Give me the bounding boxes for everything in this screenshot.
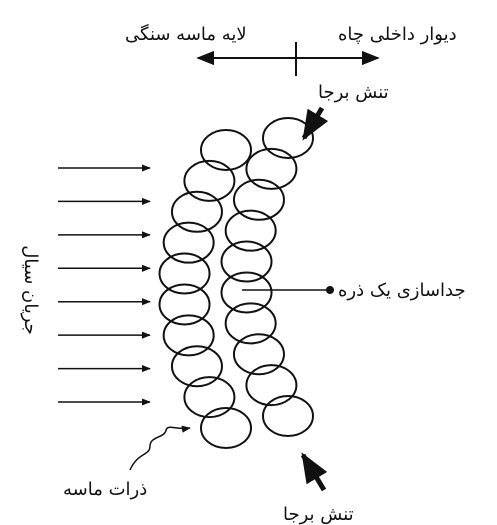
label-sandstone-layer: لایه ماسه سنگی <box>125 23 247 45</box>
sand-grain <box>262 395 314 437</box>
fluid-flow-arrows <box>58 164 151 406</box>
sand-grain <box>158 283 211 326</box>
sand-grain <box>170 345 223 388</box>
sand-grain <box>183 159 236 202</box>
label-fluid-flow-group: جریان سیال <box>20 245 41 335</box>
sand-grain <box>183 376 236 419</box>
stress-arrow-bottom <box>300 452 328 492</box>
sand-grain <box>220 240 273 283</box>
label-stress-bottom: تنش برجا <box>283 504 354 525</box>
label-sand-grains: ذرات ماسه <box>63 479 147 500</box>
sand-grain <box>162 314 215 357</box>
sand-grain <box>245 364 298 407</box>
sand-grain <box>158 252 211 295</box>
sand-grain <box>262 117 314 159</box>
sand-grain <box>224 302 277 345</box>
sand-grain <box>245 147 298 190</box>
sand-grain <box>162 221 215 264</box>
sand-grain <box>232 333 285 376</box>
sand-grain-particles <box>158 117 314 449</box>
sand-grain <box>232 178 285 221</box>
label-particle-detachment: جداسازی یک ذره <box>338 280 466 301</box>
detachment-pointer-dot <box>326 286 334 294</box>
label-wellbore-wall: دیوار داخلی چاه <box>338 24 457 45</box>
sand-grain <box>200 129 252 171</box>
sand-grain <box>220 271 273 314</box>
sand-grain <box>170 190 223 233</box>
stress-arrow-top <box>301 106 329 141</box>
sand-grain <box>224 209 277 252</box>
label-fluid-flow: جریان سیال <box>20 245 41 335</box>
sand-grain <box>200 407 252 449</box>
sand-grains-pointer <box>129 425 191 471</box>
label-stress-top: تنش برجا <box>318 82 389 103</box>
